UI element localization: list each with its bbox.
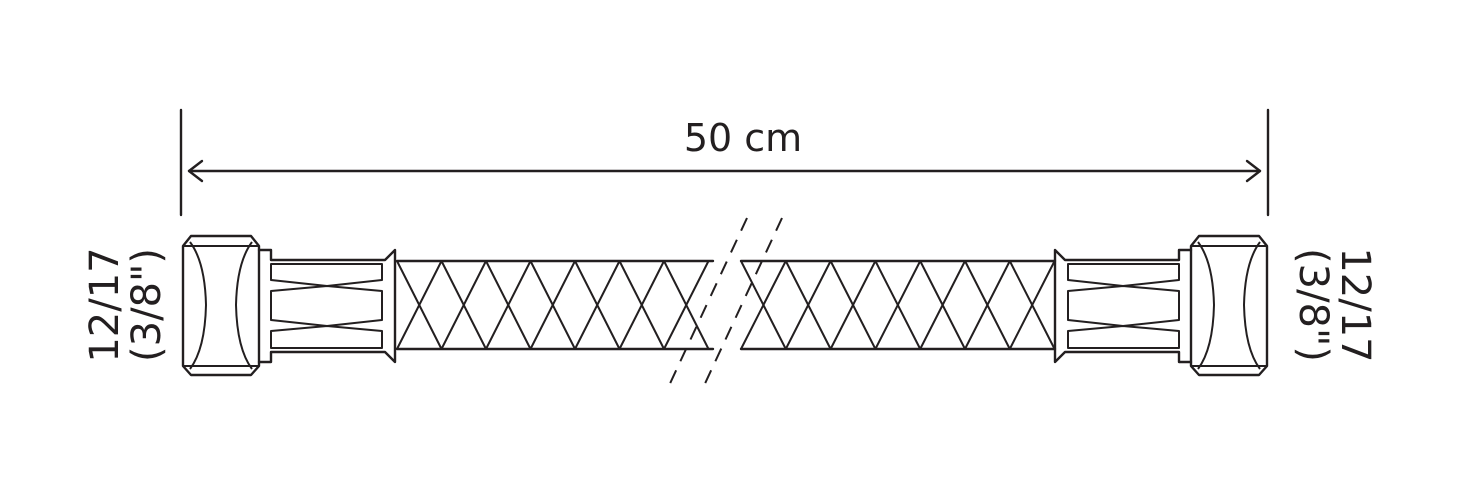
left-ferrule-groove-1 — [270, 263, 383, 287]
right-hex-nut-face-2 — [1243, 241, 1261, 370]
hose-right-braid — [740, 260, 1056, 350]
left-inch-label: (3/8") — [124, 248, 170, 362]
left-hex-nut — [181, 234, 261, 377]
left-size-label: 12/17 — [82, 247, 128, 362]
left-ferrule-groove-2 — [270, 285, 383, 327]
length-label: 50 cm — [684, 116, 802, 160]
right-ferrule-groove-3 — [1067, 325, 1180, 349]
hose-right-outline — [739, 259, 1057, 351]
left-hex-nut-face-2 — [235, 241, 253, 370]
left-ferrule-groove-3 — [270, 325, 383, 349]
break-line-left — [666, 217, 748, 391]
right-fitting: 12/17 (3/8") — [1053, 234, 1378, 377]
length-dimension: 50 cm — [179, 108, 1270, 217]
hose-left-braid — [396, 260, 710, 350]
hose-segment-left — [395, 259, 715, 351]
break-line-right — [701, 217, 783, 391]
right-inch-label: (3/8") — [1290, 248, 1336, 362]
left-hex-nut-face — [189, 241, 207, 370]
hose-left-outline — [395, 259, 715, 351]
right-hex-nut — [1189, 234, 1269, 377]
break-marks — [666, 217, 783, 391]
right-ferrule-groove-2 — [1067, 285, 1180, 327]
left-fitting: 12/17 (3/8") — [82, 234, 397, 377]
right-ferrule — [1053, 248, 1193, 364]
dimension-arrowhead-right — [1245, 159, 1262, 183]
hose-segment-right — [739, 259, 1057, 351]
right-size-label: 12/17 — [1332, 247, 1378, 362]
dimension-arrowhead-left — [187, 159, 204, 183]
braided-hose — [395, 259, 1057, 351]
left-ferrule — [257, 248, 397, 364]
right-hex-nut-face — [1197, 241, 1215, 370]
right-ferrule-groove-1 — [1067, 263, 1180, 287]
